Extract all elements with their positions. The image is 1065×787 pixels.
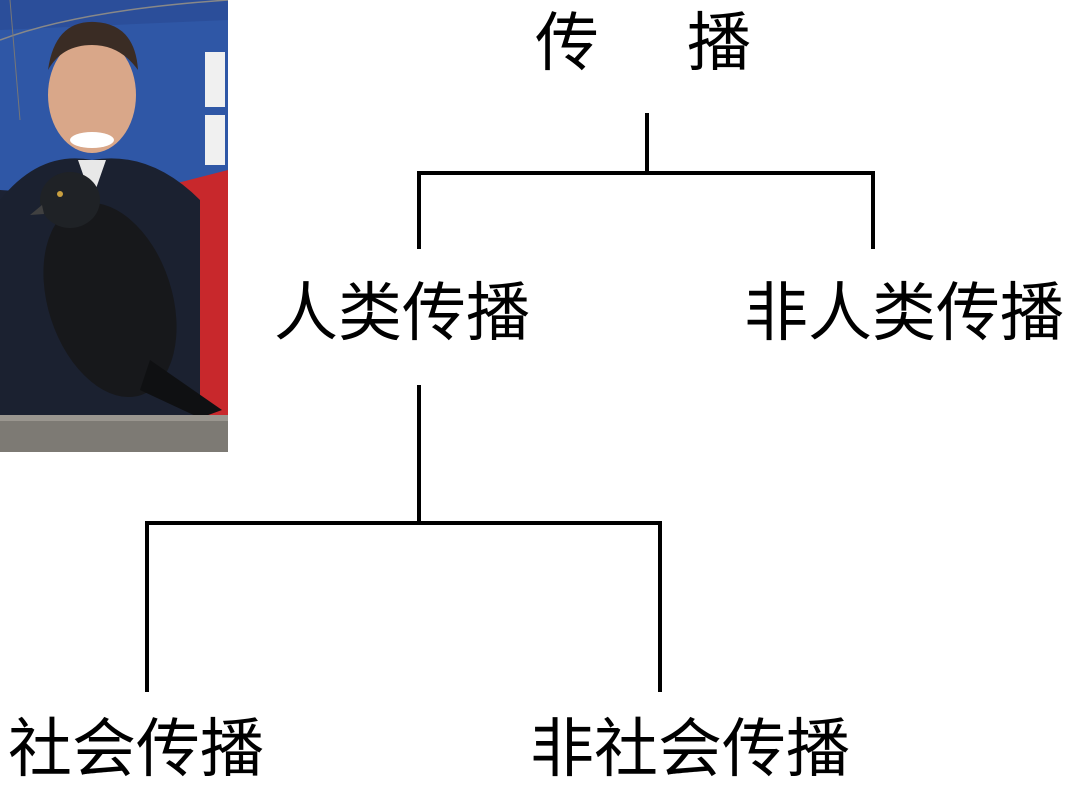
node-human-communication: 人类传播: [274, 277, 530, 351]
pigeon-poster-photo: [0, 0, 228, 452]
node-nonhuman-communication: 非人类传播: [744, 277, 1064, 351]
root-node: 传播: [535, 12, 751, 76]
photo-illustration: [0, 0, 228, 452]
node-social-communication: 社会传播: [8, 713, 264, 787]
root-label-a: 传: [535, 7, 599, 81]
node-nonsocial-communication: 非社会传播: [530, 713, 850, 787]
root-label-b: 播: [687, 7, 751, 81]
